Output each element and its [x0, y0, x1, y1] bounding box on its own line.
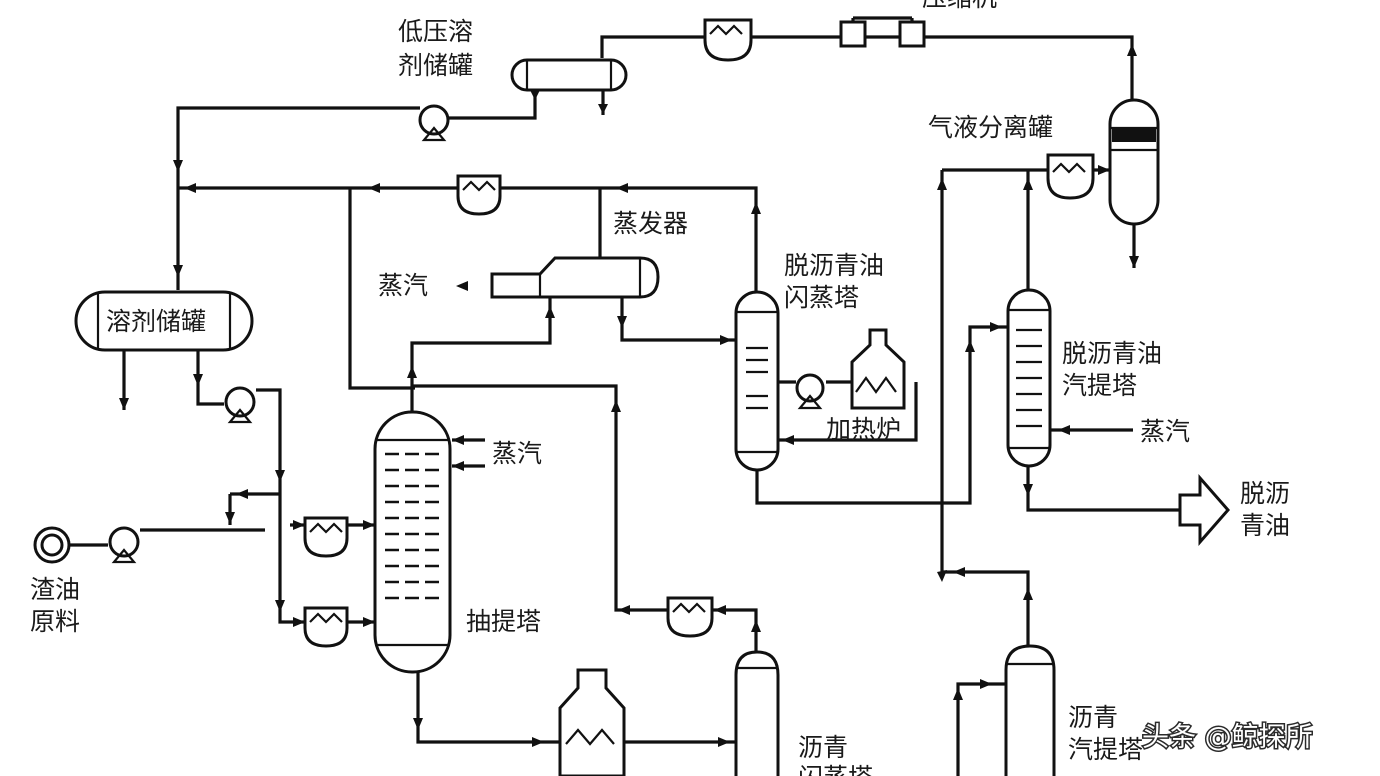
product-label-2: 青油 — [1240, 511, 1290, 540]
heating-furnace-asphalt — [558, 668, 626, 776]
stripper-steam-label: 蒸汽 — [1140, 417, 1190, 446]
asphalt-flash-label-1: 沥青 — [798, 733, 848, 762]
pipe-asphalt-stripper-feed — [956, 682, 1008, 776]
pipe-pump-to-extractor-feed — [256, 388, 305, 624]
pipe-steam-extractor — [452, 438, 485, 468]
pipe-right-collector — [940, 170, 1030, 646]
low-pressure-tank — [510, 58, 628, 92]
extraction-tower — [373, 410, 452, 674]
dao-stripper — [1006, 288, 1052, 468]
cooler-feed-b — [303, 606, 349, 648]
product-label-1: 脱沥 — [1240, 479, 1290, 508]
extractor-steam-label: 蒸汽 — [492, 439, 542, 468]
extraction-tower-label: 抽提塔 — [466, 607, 541, 636]
pump-lp — [418, 104, 450, 142]
evaporator — [490, 256, 660, 299]
pipe-pump-to-left-header — [176, 106, 420, 290]
pipe-residue-feed — [70, 528, 265, 547]
dao-flash-tower-label-2: 闪蒸塔 — [784, 283, 859, 312]
cooler-feed-a — [303, 516, 349, 558]
flow-arrows — [119, 44, 1139, 747]
pipe-extractor-to-evaporator — [410, 298, 552, 415]
pipe-evaporator-to-flash — [620, 298, 736, 342]
asphalt-stripper — [1004, 644, 1056, 776]
pipe-compressor-to-separator — [600, 35, 1134, 100]
pump-solvent — [224, 386, 256, 424]
pump-flash — [795, 373, 825, 410]
low-pressure-tank-label-2: 剂储罐 — [398, 51, 473, 80]
evaporator-label: 蒸发器 — [613, 209, 688, 238]
watermark: 头条 @鲸探所 — [1142, 722, 1313, 753]
pipe-lp-tank-to-pump — [448, 90, 537, 120]
dao-stripper-label-1: 脱沥青油 — [1062, 339, 1162, 368]
gas-liquid-separator — [1108, 98, 1160, 226]
dao-flash-tower — [734, 290, 780, 472]
product-arrow — [1178, 474, 1230, 546]
gas-liquid-separator-label: 气液分离罐 — [928, 113, 1053, 142]
asphalt-stripper-label-2: 汽提塔 — [1068, 735, 1143, 764]
pipe-flash-bottom — [755, 470, 942, 505]
pipe-collector-to-stripper — [942, 325, 1008, 505]
asphalt-stripper-label-1: 沥青 — [1068, 703, 1118, 732]
residue-feed-label-2: 原料 — [30, 607, 80, 636]
pipe-extract-bottom-line — [412, 384, 668, 612]
pipe-feed-branch — [228, 492, 280, 525]
pipe-solvent-tank-to-pump — [196, 350, 224, 406]
residue-feed-source — [33, 526, 71, 564]
cooler-header — [456, 174, 502, 216]
compressor-label: 压缩机 — [922, 0, 997, 12]
pipe-furnace-return — [778, 382, 918, 442]
cooler-separator — [1046, 153, 1095, 200]
evaporator-steam-label: 蒸汽 — [378, 271, 428, 300]
pipe-extractor-overhead — [348, 188, 415, 390]
residue-feed-label-1: 渣油 — [30, 575, 80, 604]
cooler-top — [703, 18, 753, 62]
pipe-cooler-to-asphalt — [712, 608, 758, 652]
asphalt-flash-tower — [734, 650, 780, 776]
dao-stripper-label-2: 汽提塔 — [1062, 371, 1137, 400]
compressor-unit-2 — [898, 20, 926, 48]
cooler-asphalt — [666, 596, 714, 638]
pipe-dao-product — [1026, 466, 1180, 512]
solvent-tank-label: 溶剂储罐 — [106, 307, 206, 336]
pipe-extractor-bottom-to-furnace — [416, 670, 560, 744]
solvent-storage-tank — [74, 290, 254, 352]
asphalt-flash-label-2: 闪蒸塔 — [798, 763, 873, 776]
heating-furnace-flash — [850, 328, 906, 410]
pump-feed — [108, 526, 140, 564]
compressor-unit-1 — [839, 20, 867, 48]
heating-furnace-label: 加热炉 — [826, 415, 901, 444]
dao-flash-tower-label-1: 脱沥青油 — [784, 251, 884, 280]
low-pressure-tank-label-1: 低压溶 — [398, 17, 473, 46]
